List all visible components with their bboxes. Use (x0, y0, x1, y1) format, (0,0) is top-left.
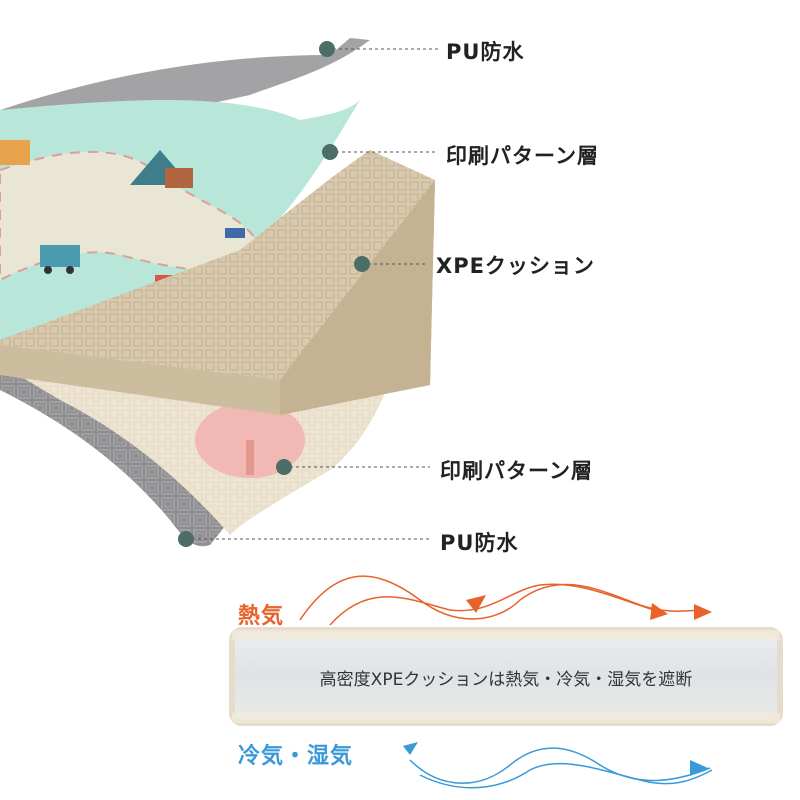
label-pu-bottom: PU防水 (440, 531, 519, 555)
callout-dot-pu-bottom (178, 531, 194, 547)
heat-arrowhead-1 (466, 595, 486, 613)
heat-arrowhead-3 (694, 604, 712, 620)
callout-dot-print-top (322, 144, 338, 160)
heat-wave-arrows (299, 575, 706, 626)
bottom-pu-layer (0, 370, 230, 547)
heat-label: 熱気 (238, 604, 285, 629)
callout-lines (186, 48, 438, 540)
label-print-bottom: 印刷パターン層 (440, 459, 593, 483)
xpe-foam-slab (0, 150, 435, 415)
xpe-cross-section (229, 627, 783, 726)
heat-arrowhead-2 (650, 603, 668, 620)
label-print-top: 印刷パターン層 (446, 144, 599, 168)
cold-label: 冷気・湿気 (238, 744, 354, 769)
cushion-caption: 高密度XPEクッションは熱気・冷気・湿気を遮断 (319, 670, 693, 690)
callout-dot-pu-top (319, 41, 335, 57)
label-xpe: XPEクッション (436, 254, 595, 278)
cold-arrowhead-1 (403, 742, 418, 755)
top-print-layer (0, 100, 360, 340)
callout-dots (178, 41, 370, 547)
label-pu-top: PU防水 (446, 40, 525, 64)
train-illustration (40, 245, 80, 267)
cold-wave-arrows (409, 747, 713, 789)
callout-dot-print-bottom (276, 459, 292, 475)
cold-arrowhead-2 (690, 760, 708, 776)
callout-dot-xpe (354, 256, 370, 272)
